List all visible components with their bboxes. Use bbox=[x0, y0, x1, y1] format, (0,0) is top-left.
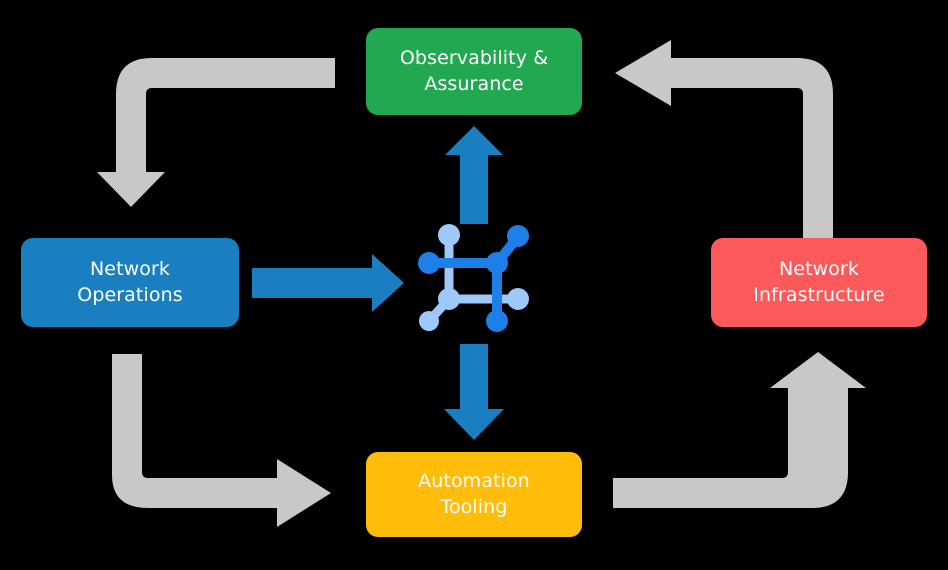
node-box-network-infrastructure[interactable]: Network Infrastructure bbox=[711, 238, 927, 327]
node-box-network-operations[interactable]: Network Operations bbox=[21, 238, 239, 327]
node-label-network-operations: Network Operations bbox=[77, 258, 183, 306]
connector-observability-to-operations bbox=[97, 58, 335, 207]
connector-automation-to-infrastructure bbox=[613, 352, 866, 508]
connector-operations-to-center bbox=[252, 254, 404, 312]
network-topology-icon bbox=[418, 224, 529, 332]
node-label-observability: Observability & Assurance bbox=[399, 47, 549, 95]
node-label-network-infrastructure: Network Infrastructure bbox=[753, 258, 885, 306]
connector-center-to-automation bbox=[444, 344, 504, 440]
node-box-automation-tooling[interactable]: Automation Tooling bbox=[366, 452, 582, 537]
connector-infrastructure-to-observability bbox=[615, 40, 833, 238]
connector-operations-to-automation bbox=[112, 354, 331, 527]
node-label-automation-tooling: Automation Tooling bbox=[418, 470, 530, 518]
node-box-observability[interactable]: Observability & Assurance bbox=[366, 28, 582, 115]
connector-center-to-observability bbox=[445, 126, 503, 224]
